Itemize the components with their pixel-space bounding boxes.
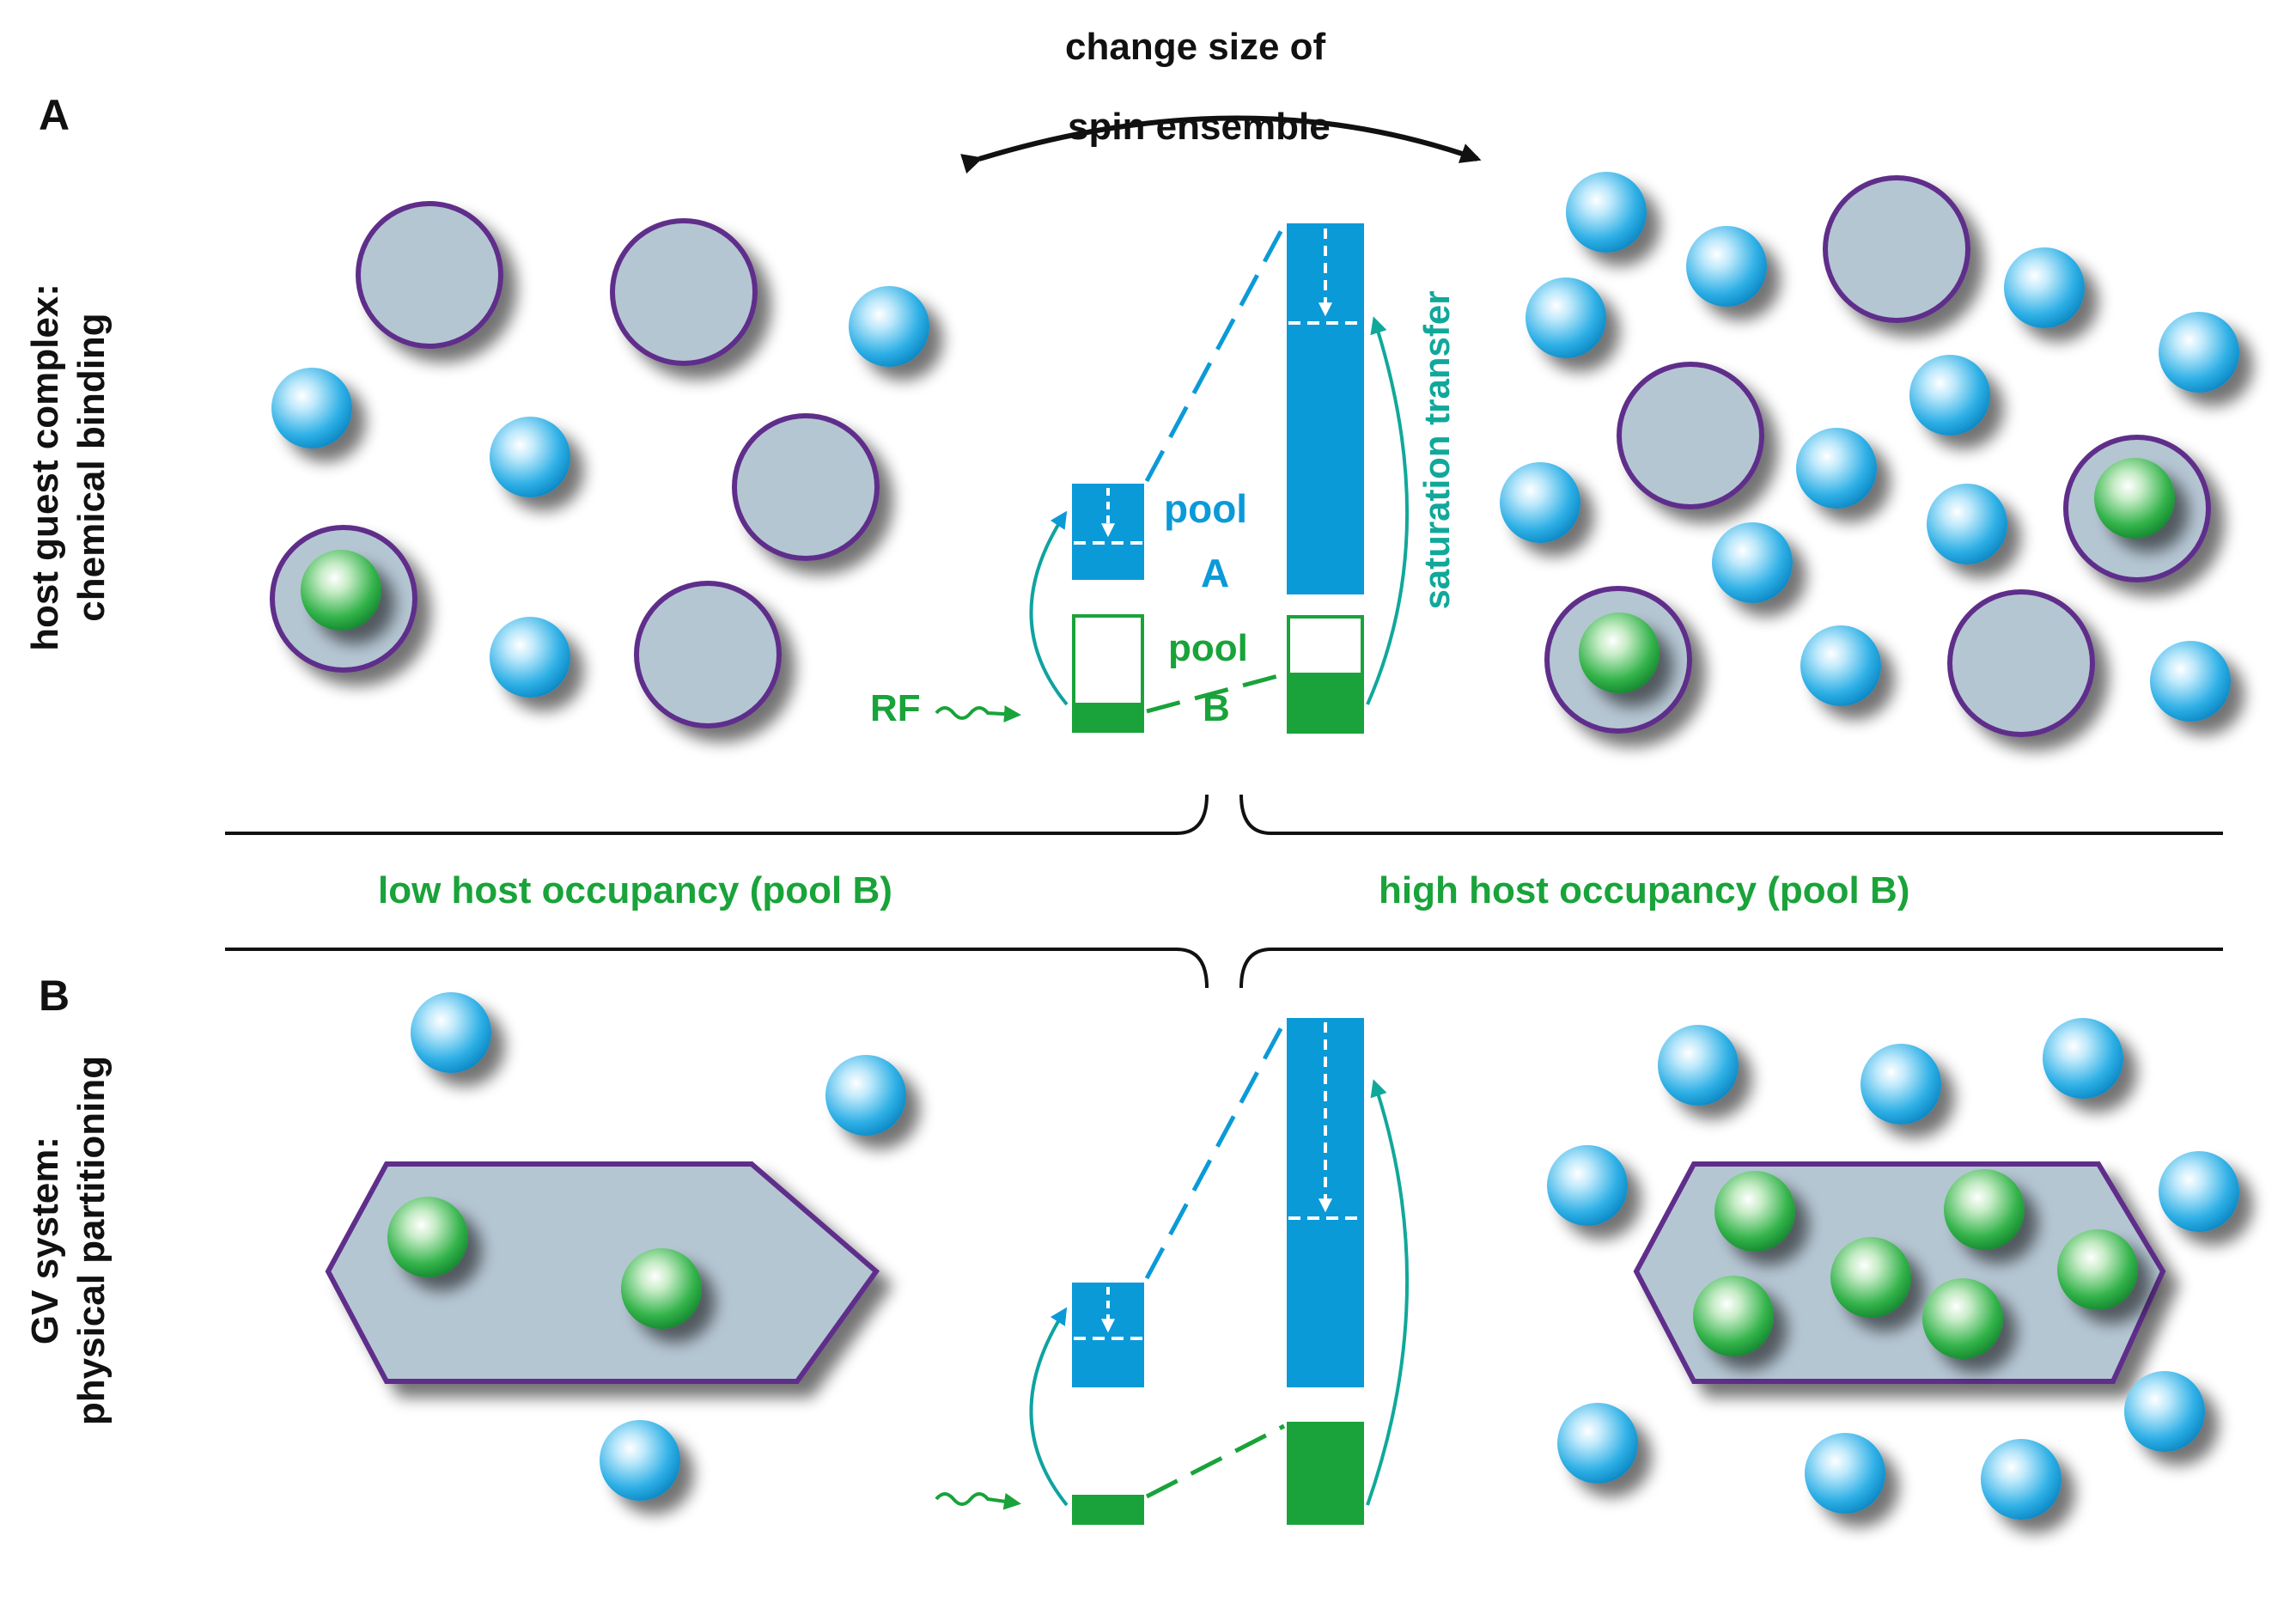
bound-xenon-atom [621,1248,702,1329]
free-xenon-atom [1805,1433,1885,1514]
free-xenon-atom [411,992,491,1073]
panel-a-side-line2: chemical binding [70,313,113,622]
free-xenon-atom [1927,484,2007,564]
lower-divider [225,948,2223,989]
host-cavity [732,413,880,561]
rf-pulse-arrow [935,1492,1021,1510]
bound-xenon-atom [1944,1169,2025,1250]
free-xenon-atom [849,286,929,367]
top-caption-line2: spin ensemble [1068,106,1331,148]
bound-xenon-atom [1830,1237,1911,1318]
free-xenon-atom [825,1055,906,1136]
free-xenon-atom [1547,1145,1628,1226]
host-cavity [610,218,758,366]
free-xenon-atom [271,368,352,448]
free-xenon-atom [1861,1044,1941,1125]
host-cavity [634,581,782,728]
pool-b-small-bar [1072,1495,1144,1525]
free-xenon-atom [1686,226,1767,307]
saturation-transfer-label: saturation transfer [1416,290,1457,610]
high-occupancy-label: high host occupancy (pool B) [1379,869,1910,911]
pool-a-word: pool [1164,486,1248,531]
bound-xenon-atom [1579,613,1660,693]
top-caption-line1: change size of [1065,26,1326,68]
spin-ensemble-arrow [960,115,1482,174]
free-xenon-atom [1712,522,1793,603]
free-xenon-atom [1909,355,1990,436]
panel-a-letter: A [39,91,70,139]
bound-xenon-atom [1922,1278,2003,1359]
free-xenon-atom [1658,1025,1739,1106]
free-xenon-atom [1526,277,1606,358]
panel-a-side-line1: host guest complex: [24,283,66,651]
bound-xenon-atom [2057,1229,2138,1310]
free-xenon-atom [2124,1371,2205,1452]
panel-b-side-line2: physical partitioning [70,1055,113,1426]
pool-b-letter: B [1203,687,1230,729]
low-occupancy-label: low host occupancy (pool B) [378,869,892,911]
gas-vesicle-left [325,1161,880,1384]
bound-xenon-atom [1714,1171,1795,1252]
rf-pulse-arrow [935,705,1021,723]
host-cavity [1823,175,1970,323]
free-xenon-atom [2004,247,2085,328]
host-cavity [1947,589,2095,737]
pool-bars-b [935,1018,1410,1525]
panel-a-side-label: host guest complex: chemical binding [22,244,115,691]
bound-xenon-atom [1693,1276,1774,1356]
pool-a-small-bar [1072,1283,1144,1387]
bound-xenon-atom [301,550,381,631]
pool-bars-a [935,223,1410,734]
free-xenon-atom [600,1420,680,1501]
free-xenon-atom [1500,462,1580,543]
free-xenon-atom [1796,428,1877,509]
free-xenon-atom [490,417,570,497]
free-xenon-atom [2043,1018,2123,1099]
free-xenon-atoms [271,172,2239,1520]
bound-xenon-atoms [301,458,2175,1359]
panel-b-side-line1: GV system: [24,1136,66,1345]
bound-xenon-atom [2094,458,2175,539]
free-xenon-atom [2159,312,2239,393]
panel-b-side-label: GV system: physical partitioning [22,1017,115,1464]
host-cavity [356,201,503,349]
free-xenon-atom [1557,1403,1638,1484]
free-xenon-atom [2150,641,2231,722]
panel-a-left-hosts [270,201,880,728]
upper-divider [225,794,2223,835]
pool-b-large-bar [1287,1422,1364,1525]
pool-a-large-bar [1287,223,1364,594]
pool-b-word: pool [1168,627,1248,669]
free-xenon-atom [1566,172,1647,253]
free-xenon-atom [2159,1151,2239,1232]
bound-xenon-atom [387,1197,468,1277]
free-xenon-atom [490,617,570,698]
panel-b-letter: B [39,972,70,1020]
free-xenon-atom [1981,1439,2062,1520]
pool-a-letter: A [1201,551,1230,595]
rf-label: RF [870,687,921,729]
free-xenon-atom [1800,625,1881,706]
host-cavity [1617,362,1764,509]
